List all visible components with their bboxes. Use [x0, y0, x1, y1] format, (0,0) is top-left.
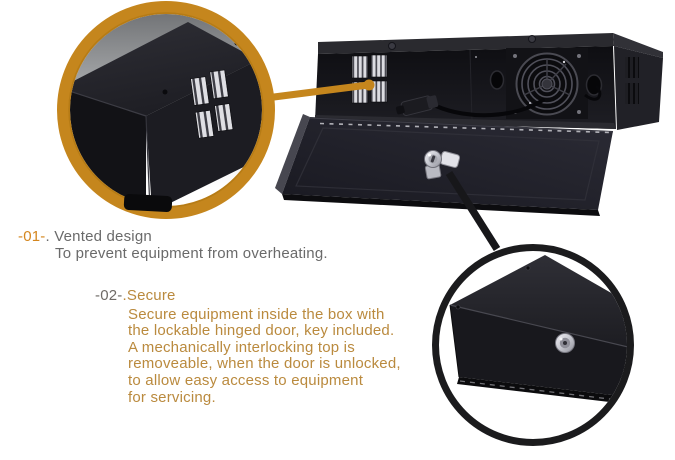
feature-02-line: the lockable hinged door, key included. [128, 322, 395, 340]
locked-box-front [449, 255, 627, 403]
pointer-line-vent [269, 79, 375, 101]
feature-01-separator: . [45, 228, 55, 245]
feature-02-description: Secure equipment inside the box with the… [128, 305, 401, 407]
box-lid [318, 33, 663, 58]
feature-02-title-line: -02-.Secure [95, 287, 401, 305]
fan-cable [584, 84, 602, 101]
bottom-hinge-stitch [459, 380, 619, 401]
callout-vent-detail [57, 1, 275, 219]
feature-02-number: -02- [95, 287, 123, 304]
feature-01-block: -01-. Vented design To prevent equipment… [18, 228, 328, 262]
feature-02-block: -02-.Secure Secure equipment inside the … [95, 287, 401, 407]
vent-slots-magnified [190, 69, 234, 139]
cooling-fan [506, 48, 588, 119]
feature-02-line: removeable, when the door is unlocked, [128, 355, 401, 373]
hinge-stitch-line [319, 122, 612, 134]
feature-01-title: Vented design [54, 228, 152, 245]
power-plug [395, 95, 439, 117]
open-door [275, 114, 614, 216]
feature-01-description: To prevent equipment from overheating. [55, 245, 328, 262]
black-magnifier-ring [432, 244, 634, 446]
feature-01-title-line: -01-. Vented design [18, 228, 328, 245]
feature-02-line: for servicing. [128, 388, 216, 406]
power-cable [434, 98, 545, 118]
feature-01-number: -01- [18, 228, 46, 245]
side-vent-slots [625, 83, 639, 104]
callout-lock-detail [432, 244, 634, 446]
cable-grommet [489, 70, 505, 90]
box-foot [123, 194, 173, 212]
main-product-photo [275, 33, 663, 216]
interior-vent-slots [351, 54, 388, 104]
box-side-panel [614, 46, 663, 130]
pointer-line-lock [445, 170, 501, 252]
side-vent-slots [625, 57, 639, 78]
feature-02-line: to allow easy access to equipment [128, 371, 364, 389]
feature-02-title: Secure [126, 287, 176, 304]
feature-02-line: Secure equipment inside the box with [128, 305, 385, 323]
box-interior [315, 46, 616, 129]
feature-02-separator: . [122, 287, 127, 304]
feature-02-line: A mechanically interlocking top is [128, 338, 355, 356]
cam-lock-magnified [555, 333, 575, 353]
gold-magnifier-ring [57, 1, 275, 219]
cam-lock-with-key [424, 150, 461, 180]
vented-box-corner [70, 22, 262, 206]
